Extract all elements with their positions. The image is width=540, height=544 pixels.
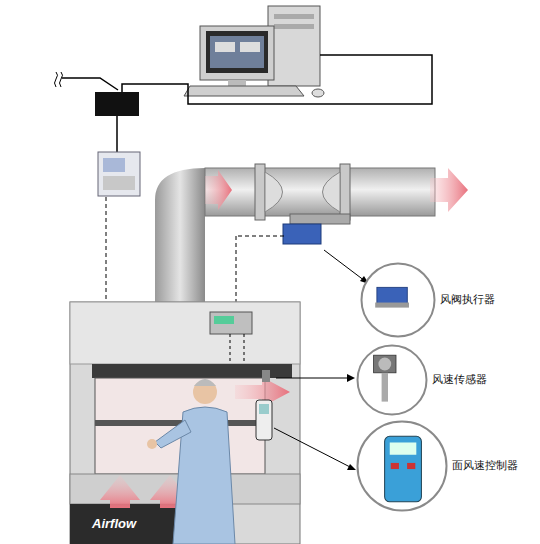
component-label: 风速传感器 <box>432 373 487 387</box>
callout-circle-outline <box>360 262 436 338</box>
component-label: 风阀执行器 <box>440 293 495 307</box>
callout-circle-outline <box>356 344 428 416</box>
callout-circle-outline <box>356 420 448 512</box>
callout-circle: 风速传感器 <box>356 344 489 416</box>
brand-label: Airflow <box>92 516 136 531</box>
component-label: 面风速控制器 <box>452 459 518 473</box>
callout-circle: 风阀执行器 <box>360 262 497 338</box>
callout-circle: 面风速控制器 <box>356 420 520 512</box>
